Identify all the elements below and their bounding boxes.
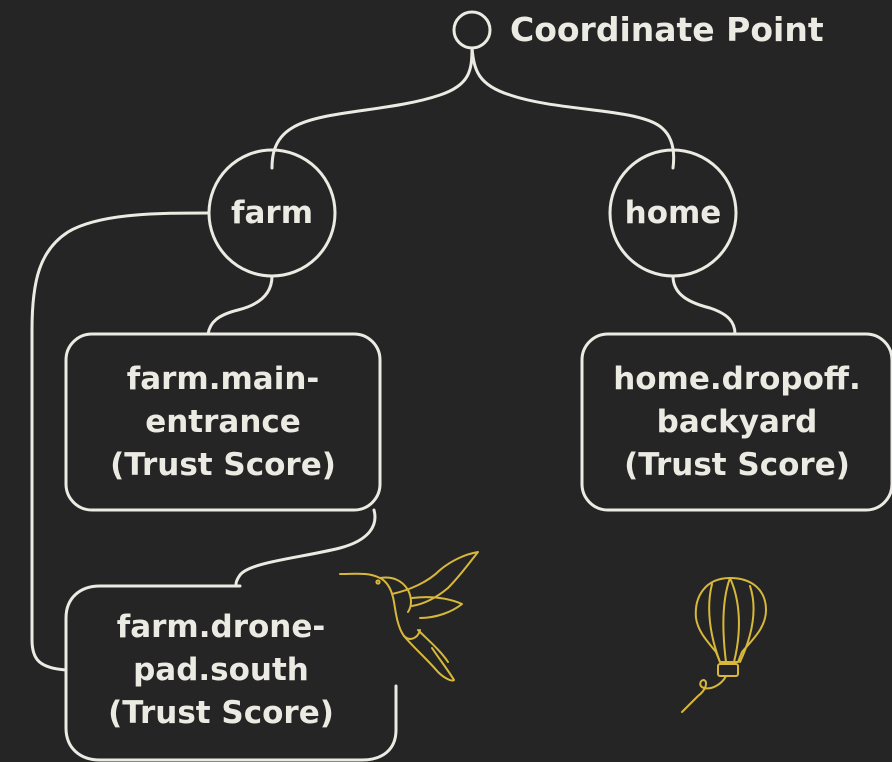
farm-main-entrance-label: farm.main- entrance (Trust Score)	[66, 358, 380, 487]
farm-main-line-3: (Trust Score)	[110, 447, 336, 483]
connector-root-farm	[270, 46, 474, 170]
connector-main-drone	[234, 508, 377, 588]
farm-drone-pad-south-label: farm.drone- pad.south (Trust Score)	[76, 606, 366, 735]
home-dropoff-line-2: backyard	[656, 404, 818, 440]
home-dropoff-box	[580, 332, 892, 512]
home-node-label: home	[624, 195, 722, 231]
farm-drone-line-1: farm.drone-	[116, 609, 326, 645]
farm-drone-box	[64, 584, 398, 762]
farm-main-box	[64, 332, 382, 512]
root-node-label: Coordinate Point	[510, 10, 824, 49]
connector-farm-main	[206, 274, 274, 336]
farm-drone-line-2: pad.south	[133, 652, 309, 688]
hot-air-balloon-illustration	[681, 577, 767, 713]
connector-home-dropoff	[671, 274, 737, 336]
farm-main-line-1: farm.main-	[126, 361, 320, 397]
hummingbird-illustration	[339, 551, 479, 682]
farm-main-line-2: entrance	[145, 404, 301, 440]
home-dropoff-line-3: (Trust Score)	[624, 447, 850, 483]
home-dropoff-backyard-label: home.dropoff. backyard (Trust Score)	[582, 358, 892, 487]
home-dropoff-line-1: home.dropoff.	[613, 361, 861, 397]
connector-root-home	[470, 46, 676, 170]
farm-node-label: farm	[231, 195, 313, 231]
farm-drone-line-3: (Trust Score)	[108, 695, 334, 731]
root-node-circle	[452, 10, 492, 50]
connector-farm-drone	[30, 211, 211, 672]
